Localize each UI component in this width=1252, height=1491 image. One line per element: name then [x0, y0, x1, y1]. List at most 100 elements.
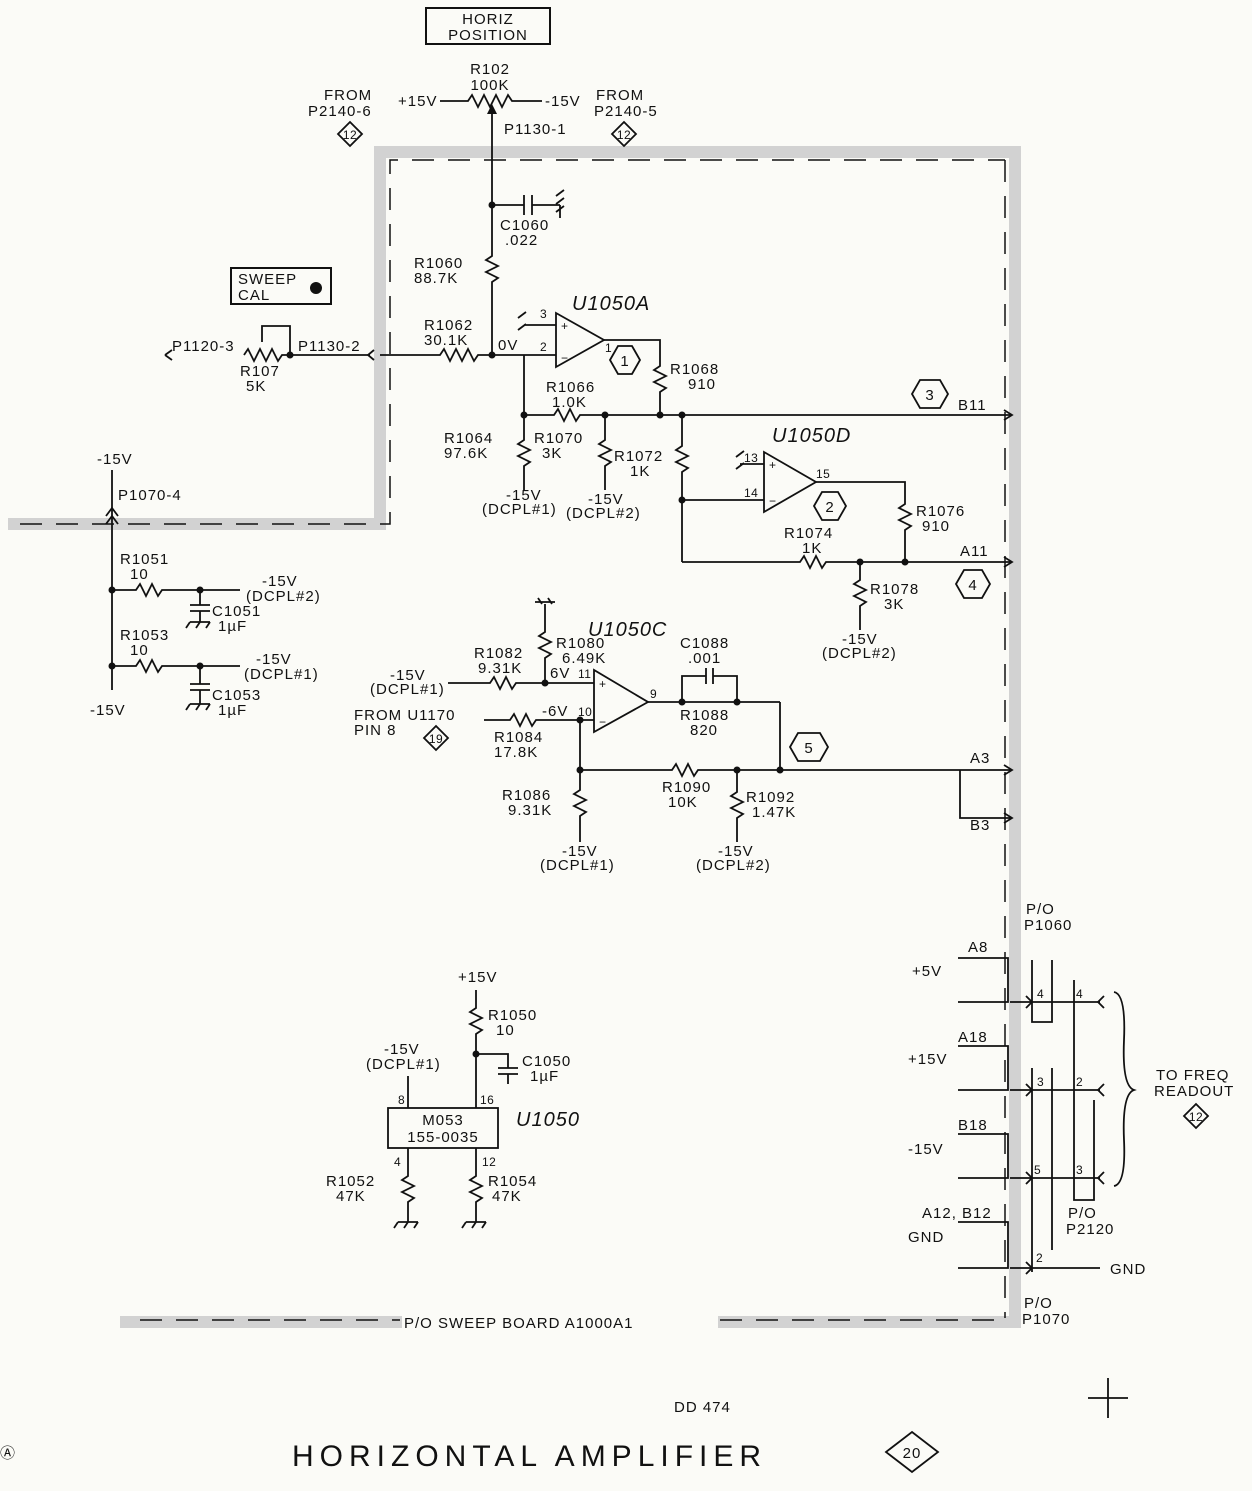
- svg-text:(DCPL#1): (DCPL#1): [244, 666, 319, 683]
- hex-ref-5: [788, 732, 830, 762]
- svg-text:R107: R107: [240, 363, 280, 380]
- svg-text:M053: M053: [422, 1112, 464, 1129]
- page-title: HORIZONTAL AMPLIFIER: [292, 1440, 767, 1473]
- svg-text:READOUT: READOUT: [1154, 1083, 1234, 1100]
- svg-text:+: +: [769, 458, 777, 472]
- svg-text:P/O SWEEP BOARD A1000A1: P/O SWEEP BOARD A1000A1: [404, 1315, 633, 1332]
- from-p2140-5: FROM P2140-5 12: [594, 87, 657, 148]
- svg-text:1K: 1K: [630, 463, 650, 480]
- svg-text:4: 4: [968, 577, 977, 594]
- svg-text:9.31K: 9.31K: [508, 802, 552, 819]
- svg-text:11: 11: [578, 667, 591, 681]
- svg-text:R1068: R1068: [670, 361, 719, 378]
- svg-text:155-0035: 155-0035: [407, 1129, 478, 1146]
- svg-text:R1076: R1076: [916, 503, 965, 520]
- svg-text:.001: .001: [688, 650, 721, 667]
- svg-text:12: 12: [1189, 1110, 1203, 1124]
- svg-text:−: −: [769, 494, 777, 508]
- svg-text:14: 14: [744, 486, 758, 500]
- svg-text:A11: A11: [960, 543, 989, 560]
- svg-text:U1050C: U1050C: [588, 619, 667, 641]
- svg-text:R1088: R1088: [680, 707, 729, 724]
- svg-text:A18: A18: [958, 1029, 988, 1046]
- hex-ref-1: [608, 345, 642, 375]
- sweep-cal-box: SWEEP CAL: [230, 267, 332, 305]
- svg-text:P2140-6: P2140-6: [308, 103, 372, 120]
- svg-text:-15V: -15V: [562, 843, 598, 860]
- svg-text:-15V: -15V: [545, 93, 581, 110]
- footer: DD 474 Ⓐ HORIZONTAL AMPLIFIER 20: [0, 1378, 1128, 1474]
- svg-text:3: 3: [1037, 1075, 1044, 1089]
- svg-text:P2120: P2120: [1066, 1221, 1114, 1238]
- svg-text:9.31K: 9.31K: [478, 660, 522, 677]
- svg-text:R1052: R1052: [326, 1173, 375, 1190]
- svg-text:30.1K: 30.1K: [424, 332, 468, 349]
- svg-text:-15V: -15V: [588, 491, 624, 508]
- svg-text:5K: 5K: [246, 378, 266, 395]
- svg-text:820: 820: [690, 722, 718, 739]
- input-node: C1060 .022 R1060 88.7K R1062 30.1K 0V: [380, 150, 565, 364]
- svg-text:(DCPL#2): (DCPL#2): [696, 857, 771, 874]
- svg-text:6V: 6V: [550, 665, 570, 682]
- svg-text:FROM: FROM: [596, 87, 644, 104]
- svg-text:(DCPL#2): (DCPL#2): [822, 645, 897, 662]
- svg-text:P1120-3: P1120-3: [172, 338, 235, 355]
- svg-text:3K: 3K: [542, 445, 562, 462]
- svg-text:U1050A: U1050A: [572, 293, 650, 315]
- op-amp-u1050c: R1080 6.49K R1082 9.31K -15V (DCPL#1) 6V…: [354, 597, 1014, 874]
- svg-text:P1070-4: P1070-4: [118, 487, 182, 504]
- svg-text:910: 910: [688, 376, 716, 393]
- hex-ref-4: [954, 569, 992, 599]
- svg-text:-15V: -15V: [256, 651, 292, 668]
- horiz-position-box: HORIZ POSITION: [425, 7, 551, 45]
- svg-text:U1050D: U1050D: [772, 425, 851, 447]
- svg-text:CAL: CAL: [238, 287, 270, 304]
- svg-text:1: 1: [605, 341, 612, 355]
- svg-text:R1074: R1074: [784, 525, 833, 542]
- supply-decoupling: -15V P1070-4 R1051 10 C1051 1µF -15V (DC…: [90, 451, 320, 719]
- svg-text:-6V: -6V: [542, 703, 568, 720]
- svg-text:(DCPL#1): (DCPL#1): [370, 681, 445, 698]
- chip-u1050: +15V R1050 10 C1050 1µF -15V (DCPL#1) 8 …: [326, 969, 579, 1229]
- svg-text:R1078: R1078: [870, 581, 919, 598]
- svg-text:20: 20: [903, 1445, 922, 1462]
- svg-text:12: 12: [343, 128, 357, 142]
- svg-text:4: 4: [1037, 987, 1044, 1001]
- registration-mark-icon: [1088, 1378, 1128, 1418]
- svg-text:P/O: P/O: [1068, 1205, 1097, 1222]
- svg-text:(DCPL#1): (DCPL#1): [540, 857, 615, 874]
- svg-text:0V: 0V: [498, 337, 518, 354]
- svg-text:GND: GND: [908, 1229, 944, 1246]
- svg-text:-15V: -15V: [718, 843, 754, 860]
- svg-text:−: −: [599, 715, 607, 729]
- from-p2140-6: FROM P2140-6 12: [308, 87, 372, 148]
- svg-text:R1051: R1051: [120, 551, 169, 568]
- svg-text:6.49K: 6.49K: [562, 650, 606, 667]
- svg-text:R1082: R1082: [474, 645, 523, 662]
- svg-text:SWEEP: SWEEP: [238, 271, 297, 288]
- svg-text:R1072: R1072: [614, 448, 663, 465]
- svg-text:10K: 10K: [668, 794, 698, 811]
- svg-text:1.47K: 1.47K: [752, 804, 796, 821]
- svg-text:2: 2: [540, 340, 547, 354]
- op-amp-u1050d: U1050D + − 13 14 15 2 R1076 910 R1074 1K…: [673, 411, 1014, 662]
- svg-text:R1060: R1060: [414, 255, 463, 272]
- svg-text:C1050: C1050: [522, 1053, 571, 1070]
- svg-text:P1130-2: P1130-2: [298, 338, 361, 355]
- svg-text:DD 474: DD 474: [674, 1399, 731, 1416]
- svg-text:P1130-1: P1130-1: [504, 121, 567, 138]
- svg-text:1.0K: 1.0K: [552, 394, 587, 411]
- svg-text:A8: A8: [968, 939, 988, 956]
- svg-text:1K: 1K: [802, 540, 822, 557]
- svg-text:A12, B12: A12, B12: [922, 1205, 992, 1222]
- svg-text:-15V: -15V: [842, 631, 878, 648]
- svg-text:-15V: -15V: [506, 487, 542, 504]
- svg-text:1µF: 1µF: [218, 702, 247, 719]
- svg-text:100K: 100K: [470, 77, 509, 94]
- svg-text:8: 8: [398, 1093, 405, 1107]
- board-outline: [8, 146, 1021, 1328]
- svg-text:.022: .022: [505, 232, 538, 249]
- svg-text:15: 15: [816, 467, 830, 481]
- svg-text:4: 4: [394, 1155, 401, 1169]
- svg-text:3: 3: [540, 307, 547, 321]
